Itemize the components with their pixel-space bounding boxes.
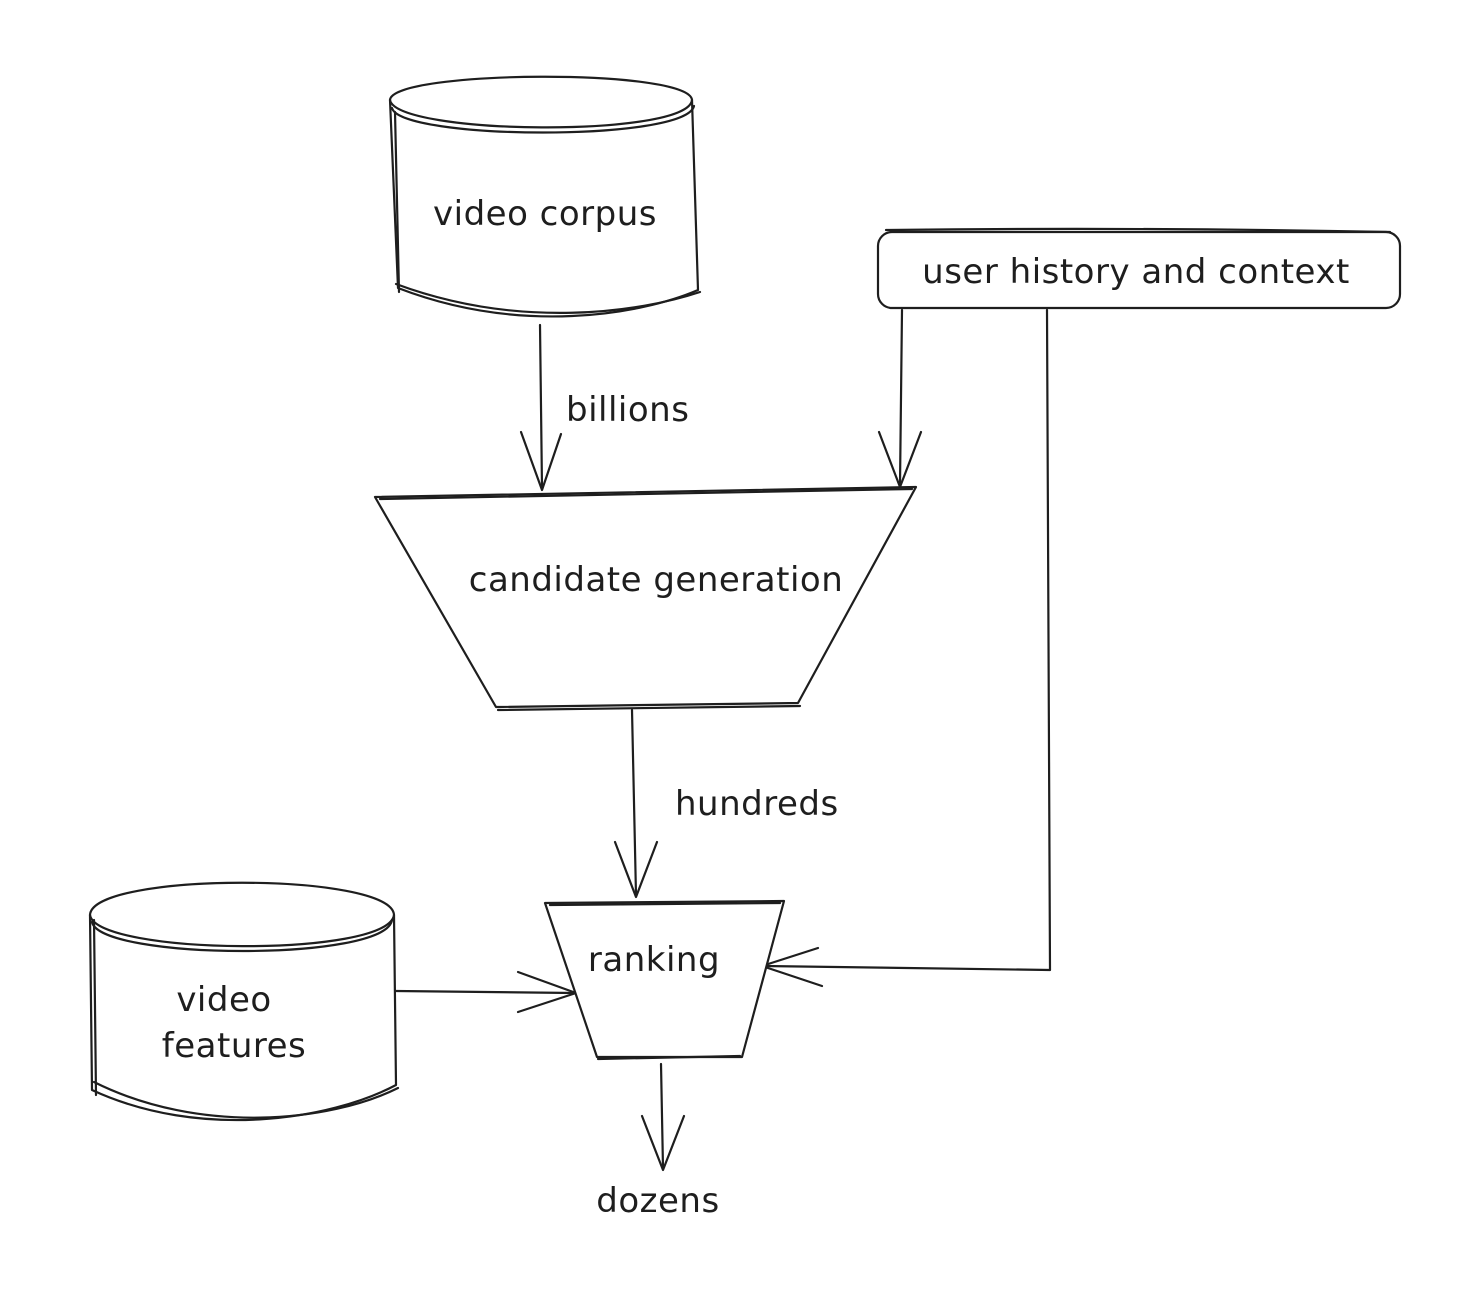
- billions-label: billions: [566, 390, 689, 430]
- video-features-node[interactable]: video features: [88, 881, 400, 1122]
- ranking-label: ranking: [588, 940, 720, 980]
- edge-corpus-to-candidates: billions: [519, 323, 689, 492]
- video-corpus-node[interactable]: video corpus: [388, 75, 702, 318]
- ranking-node[interactable]: ranking: [543, 899, 786, 1061]
- user-history-label: user history and context: [922, 252, 1350, 292]
- video-corpus-label: video corpus: [433, 194, 657, 234]
- candidate-generation-label: candidate generation: [469, 560, 844, 600]
- edge-features-to-ranking: [394, 970, 578, 1014]
- hundreds-label: hundreds: [675, 784, 839, 824]
- user-history-node[interactable]: user history and context: [876, 227, 1402, 310]
- edge-candidates-to-ranking: hundreds: [613, 708, 839, 899]
- video-features-label-line2: features: [162, 1026, 306, 1066]
- candidate-generation-node[interactable]: candidate generation: [373, 485, 918, 712]
- edge-history-to-candidates: [877, 308, 923, 489]
- video-features-label-line1: video: [176, 980, 271, 1020]
- edge-ranking-to-output: dozens: [596, 1062, 719, 1221]
- dozens-label: dozens: [596, 1181, 719, 1221]
